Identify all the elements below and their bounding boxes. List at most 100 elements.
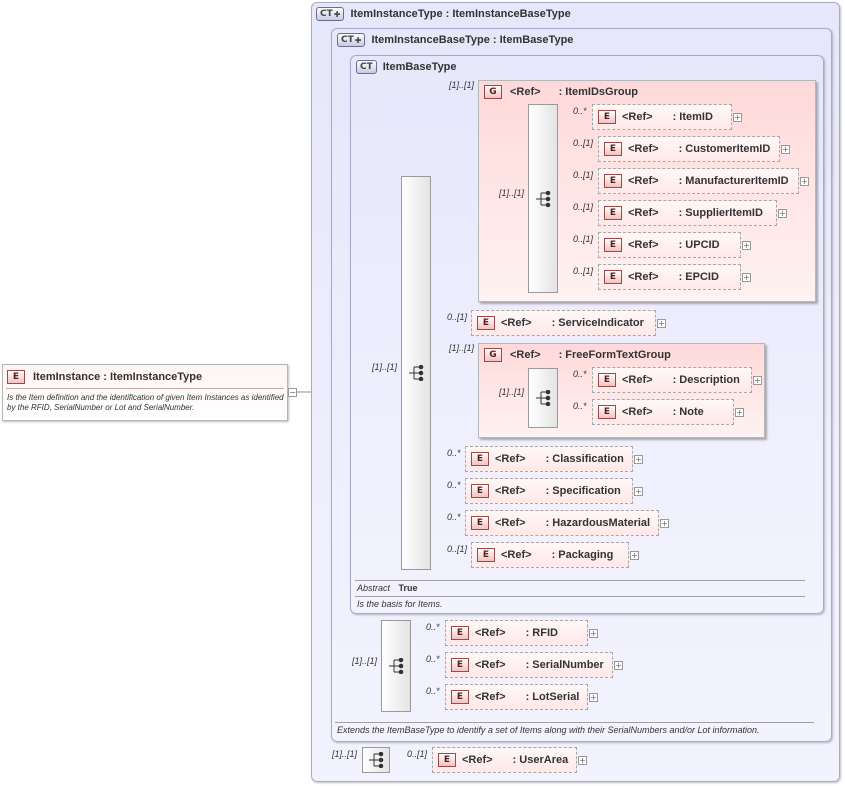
element-badge: E [604, 142, 622, 156]
element-customeritemid[interactable]: E<Ref>: CustomerItemID [598, 136, 780, 162]
element-manufactureritemid[interactable]: E <Ref> : ManufacturerItemID [598, 168, 799, 194]
group-name: : ItemIDsGroup [558, 86, 639, 98]
sequence-compositor-base[interactable] [401, 176, 431, 570]
element-name: : Packaging [551, 549, 614, 561]
expand-icon[interactable]: + [614, 661, 623, 670]
root-element-header: E ItemInstance : ItemInstanceType [7, 370, 202, 384]
element-name: : EPCID [678, 271, 719, 283]
element-badge: E [471, 484, 489, 498]
element-badge: E [7, 370, 25, 384]
cardinality-label: 0..[1] [407, 749, 428, 759]
expand-icon[interactable]: + [753, 376, 762, 385]
element-lotserial[interactable]: E<Ref>: LotSerial [445, 684, 588, 710]
complex-type-icon: CT [356, 60, 377, 74]
element-upcid[interactable]: E <Ref> : UPCID [598, 232, 741, 258]
element-name: : SupplierItemID [678, 207, 763, 219]
sequence-compositor-text[interactable] [528, 368, 558, 428]
expand-icon[interactable]: + [578, 756, 587, 765]
abstract-label: Abstract [357, 583, 391, 593]
element-itemid[interactable]: E<Ref>: ItemID [592, 104, 732, 130]
element-epcid[interactable]: E<Ref>: EPCID [598, 264, 741, 290]
expand-icon[interactable]: + [778, 209, 787, 218]
ref-label: <Ref> [628, 175, 659, 187]
element-badge: E [598, 373, 616, 387]
root-element-item-instance[interactable]: E ItemInstance : ItemInstanceType Is the… [2, 364, 288, 421]
expand-icon[interactable]: + [630, 551, 639, 560]
element-packaging[interactable]: E<Ref>: Packaging [471, 542, 629, 568]
cardinality-label: 0..[1] [447, 544, 468, 554]
sequence-icon [389, 658, 404, 674]
element-name: : Description [672, 374, 740, 386]
sequence-compositor-outer[interactable] [362, 747, 390, 773]
cardinality-label: 0..* [447, 448, 461, 458]
element-note[interactable]: E<Ref>: Note [592, 399, 734, 425]
group-header: G <Ref> : FreeFormTextGroup [484, 348, 671, 362]
element-service-indicator[interactable]: E <Ref> : ServiceIndicator [471, 310, 656, 336]
element-user-area[interactable]: E <Ref> : UserArea [432, 747, 577, 773]
element-badge: E [604, 270, 622, 284]
collapse-icon[interactable]: − [288, 388, 297, 397]
expand-icon[interactable]: + [742, 241, 751, 250]
element-badge: E [471, 452, 489, 466]
complex-type-header: CT ItemBaseType [356, 60, 457, 74]
cardinality-label: [1]..[1] [449, 80, 475, 90]
cardinality-label: [1]..[1] [352, 656, 378, 666]
element-specification[interactable]: E<Ref>: Specification [465, 478, 633, 504]
element-supplieritemid[interactable]: E<Ref>: SupplierItemID [598, 200, 777, 226]
expand-icon[interactable]: + [660, 519, 669, 528]
element-rfid[interactable]: E<Ref>: RFID [445, 620, 588, 646]
abstract-property: Abstract True [357, 583, 418, 593]
divider [355, 580, 805, 581]
cardinality-label: [1]..[1] [499, 188, 525, 198]
element-classification[interactable]: E<Ref>: Classification [465, 446, 633, 472]
element-description[interactable]: E<Ref>: Description [592, 367, 752, 393]
element-badge: E [604, 206, 622, 220]
element-name: : ManufacturerItemID [678, 175, 789, 187]
element-badge: E [604, 238, 622, 252]
cardinality-label: 0..* [447, 512, 461, 522]
ref-label: <Ref> [510, 349, 541, 361]
expand-icon[interactable]: + [589, 693, 598, 702]
sequence-icon [536, 390, 551, 406]
ref-label: <Ref> [510, 86, 541, 98]
element-serialnumber[interactable]: E<Ref>: SerialNumber [445, 652, 613, 678]
ref-label: <Ref> [462, 754, 493, 766]
group-badge: G [484, 348, 502, 362]
cardinality-label: 0..* [573, 369, 587, 379]
ref-label: <Ref> [501, 317, 532, 329]
ref-label: <Ref> [475, 659, 506, 671]
element-name: : Specification [545, 485, 621, 497]
expand-icon[interactable]: + [800, 177, 809, 186]
expand-icon[interactable]: + [781, 145, 790, 154]
ref-label: <Ref> [622, 406, 653, 418]
cardinality-label: [1]..[1] [449, 343, 475, 353]
cardinality-label: 0..[1] [573, 138, 594, 148]
ref-label: <Ref> [628, 239, 659, 251]
middle-type-description: Extends the ItemBaseType to identify a s… [337, 725, 760, 735]
sequence-compositor-instance[interactable] [381, 620, 411, 712]
cardinality-label: 0..* [426, 654, 440, 664]
expand-icon[interactable]: + [634, 455, 643, 464]
divider [335, 722, 814, 723]
complex-type-icon: CT✚ [337, 33, 366, 47]
sequence-compositor-ids[interactable] [528, 104, 558, 293]
group-header: G <Ref> : ItemIDsGroup [484, 85, 638, 99]
expand-icon[interactable]: + [733, 113, 742, 122]
expand-icon[interactable]: + [657, 319, 666, 328]
element-name: : UPCID [678, 239, 720, 251]
cardinality-label: 0..* [447, 480, 461, 490]
ref-label: <Ref> [501, 549, 532, 561]
root-element-description: Is the Item definition and the identific… [7, 393, 284, 412]
element-name: : ItemID [672, 111, 713, 123]
expand-icon[interactable]: + [589, 629, 598, 638]
element-hazardousmaterial[interactable]: E<Ref>: HazardousMaterial [465, 510, 659, 536]
ref-label: <Ref> [622, 111, 653, 123]
expand-icon[interactable]: + [735, 408, 744, 417]
cardinality-label: 0..* [426, 622, 440, 632]
element-badge: E [604, 174, 622, 188]
expand-icon[interactable]: + [634, 487, 643, 496]
complex-type-label: ItemInstanceType : ItemInstanceBaseType [350, 8, 571, 20]
expand-icon[interactable]: + [742, 273, 751, 282]
complex-type-label: ItemInstanceBaseType : ItemBaseType [371, 34, 574, 46]
complex-type-icon: CT✚ [316, 7, 345, 21]
